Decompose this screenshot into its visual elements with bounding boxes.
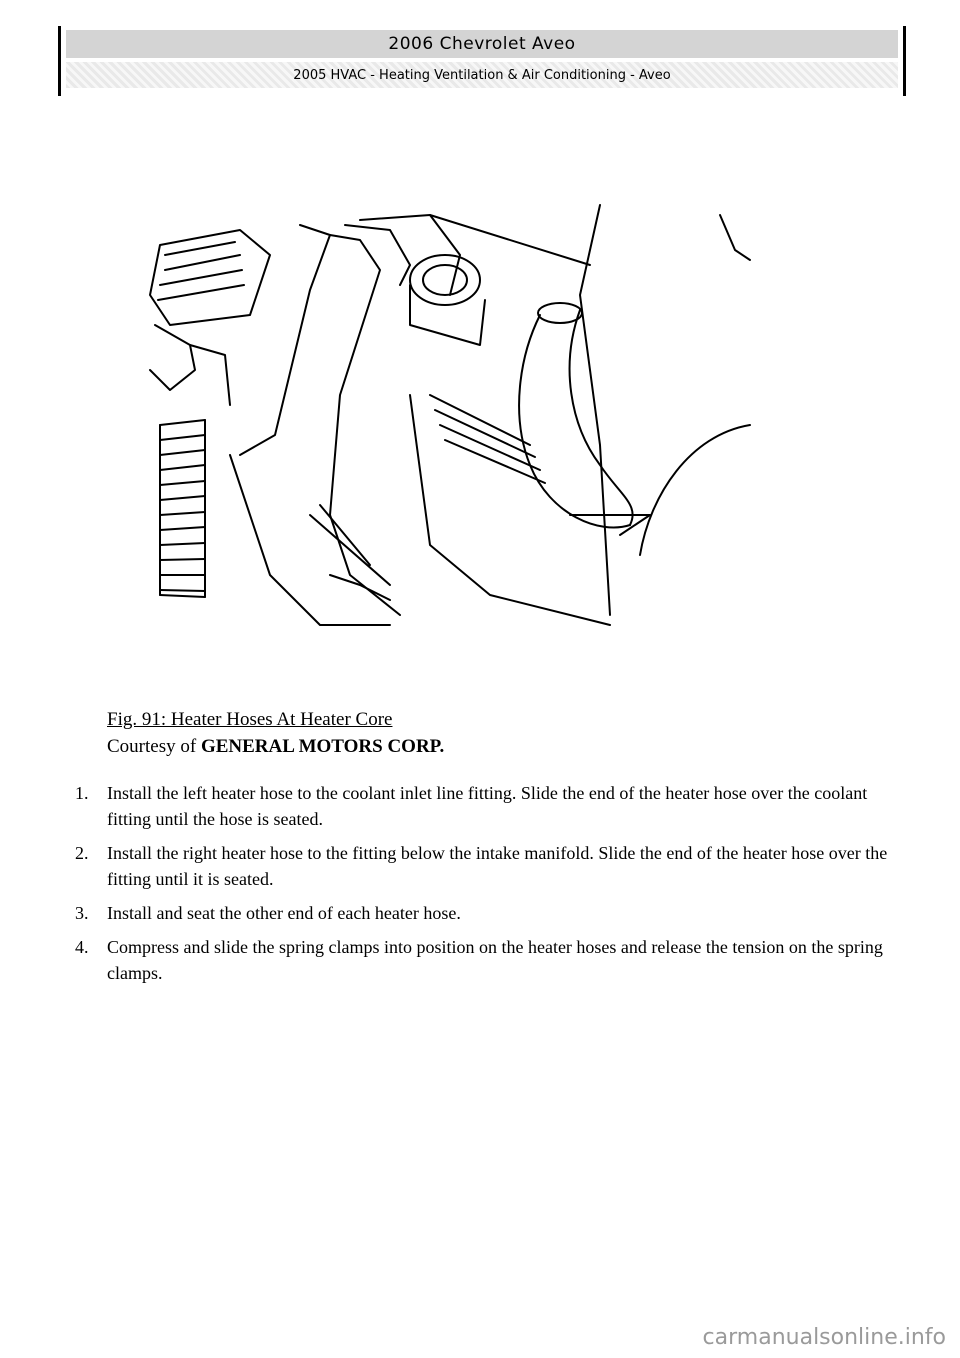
step-text: Install and seat the other end of each h…: [107, 903, 461, 923]
step-number: 4.: [75, 937, 89, 957]
figure-caption: Fig. 91: Heater Hoses At Heater Core Cou…: [107, 706, 444, 760]
courtesy-org: GENERAL MOTORS CORP.: [200, 736, 445, 757]
header-subtitle: 2005 HVAC - Heating Ventilation & Air Co…: [66, 62, 898, 88]
step-item: 4. Compress and slide the spring clamps …: [75, 934, 915, 986]
courtesy-prefix: Courtesy of: [107, 736, 197, 757]
step-item: 3. Install and seat the other end of eac…: [75, 900, 915, 926]
header-right-rule: [903, 26, 906, 96]
step-number: 2.: [75, 843, 89, 863]
step-item: 1. Install the left heater hose to the c…: [75, 780, 915, 832]
heater-hoses-illustration: [130, 195, 770, 635]
figure-title: Fig. 91: Heater Hoses At Heater Core: [107, 709, 393, 730]
step-number: 1.: [75, 783, 89, 803]
header-title: 2006 Chevrolet Aveo: [66, 30, 898, 58]
step-text: Install the right heater hose to the fit…: [107, 843, 888, 889]
step-text: Install the left heater hose to the cool…: [107, 783, 868, 829]
step-text: Compress and slide the spring clamps int…: [107, 937, 883, 983]
step-number: 3.: [75, 903, 89, 923]
procedure-steps: 1. Install the left heater hose to the c…: [75, 780, 915, 994]
step-item: 2. Install the right heater hose to the …: [75, 840, 915, 892]
site-watermark: carmanualsonline.info: [702, 1325, 946, 1350]
figure-courtesy: Courtesy of GENERAL MOTORS CORP.: [107, 733, 444, 760]
header-left-rule: [58, 26, 61, 96]
page-header: 2006 Chevrolet Aveo 2005 HVAC - Heating …: [58, 26, 906, 98]
